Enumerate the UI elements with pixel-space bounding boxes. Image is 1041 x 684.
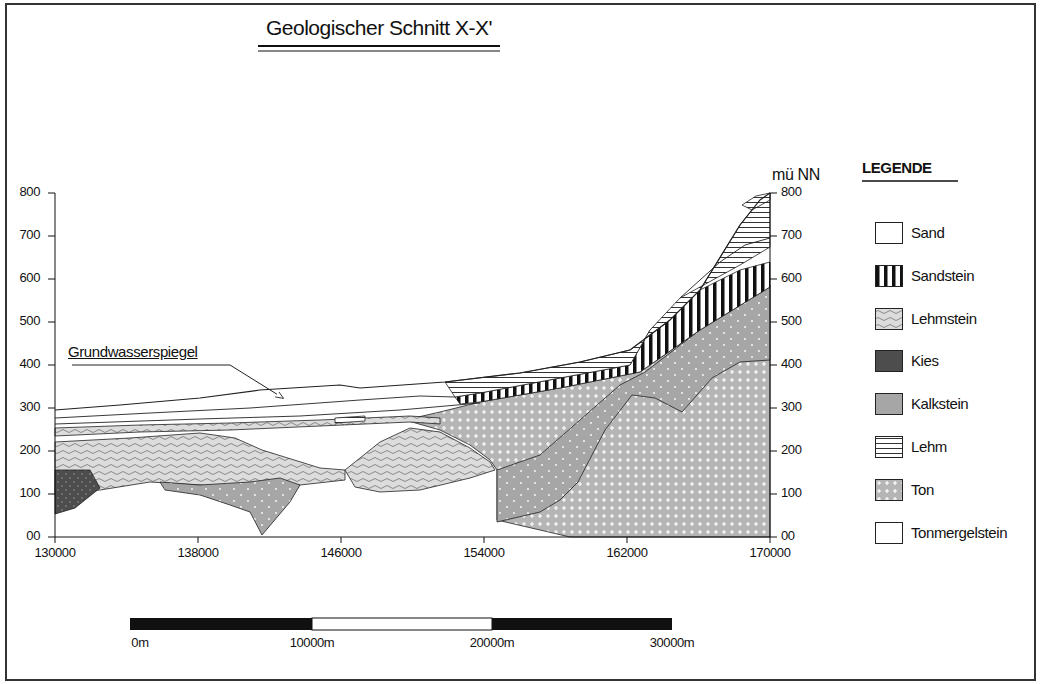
legend-swatch (875, 479, 903, 501)
tick-label: 500 (781, 314, 802, 328)
page-frame (6, 4, 1035, 680)
tick-label: 138000 (178, 546, 219, 560)
legend-swatch (875, 350, 903, 372)
legend-label: Sandstein (911, 267, 974, 284)
tick-label: 00 (26, 529, 40, 543)
legend-heading: LEGENDE (862, 160, 932, 177)
tick-label: 170000 (750, 546, 791, 560)
legend-label: Ton (911, 481, 934, 498)
scale-label: 0m (131, 636, 148, 650)
scale-label: 10000m (290, 636, 335, 650)
tick-label: 800 (781, 185, 802, 199)
geology (55, 193, 770, 537)
legend-swatch (875, 308, 903, 330)
axis-unit: mü NN (772, 166, 820, 184)
tick-label: 700 (20, 228, 41, 242)
layer-boundary (55, 396, 455, 418)
tick-label: 400 (20, 357, 41, 371)
callout-label: Grundwasserspiegel (68, 344, 198, 361)
tick-label: 400 (781, 357, 802, 371)
tick-label: 00 (781, 529, 795, 543)
tick-label: 146000 (321, 546, 362, 560)
lehmstein-band (55, 416, 440, 436)
lehmstein-layer (345, 428, 495, 492)
legend-label: Kalkstein (911, 395, 968, 412)
legend-label: Kies (911, 352, 939, 369)
tick-label: 100 (781, 486, 802, 500)
legend-swatch (875, 222, 903, 244)
legend-label: Sand (911, 224, 944, 241)
tick-label: 500 (20, 314, 41, 328)
kalkstein-layer (497, 287, 770, 522)
legend-swatch (875, 265, 903, 287)
tick-label: 300 (20, 400, 41, 414)
terrain-surface (55, 193, 770, 410)
tick-label: 100 (20, 486, 41, 500)
legend-swatch (875, 393, 903, 415)
tick-label: 154000 (464, 546, 505, 560)
legend-underline (862, 180, 958, 182)
groundwater-line (55, 403, 480, 424)
tick-label: 600 (781, 271, 802, 285)
tick-label: 800 (20, 185, 41, 199)
ton-layer (405, 285, 770, 537)
lehm-lens (335, 416, 365, 423)
scale-bar (130, 618, 672, 630)
scale-label: 20000m (470, 636, 515, 650)
kies-layer (55, 470, 100, 514)
tick-label: 300 (781, 400, 802, 414)
legend-swatch (875, 436, 903, 458)
diagram-title: Geologischer Schnitt X-X' (266, 16, 492, 39)
kalkstein-pocket (160, 478, 300, 535)
lehm-layer (445, 193, 770, 397)
tick-label: 700 (781, 228, 802, 242)
tick-label: 130000 (35, 546, 76, 560)
legend-label: Tonmergelstein (911, 524, 1007, 541)
tick-label: 162000 (607, 546, 648, 560)
scale-label: 30000m (650, 636, 695, 650)
leader-line (72, 365, 283, 398)
title-underline (258, 51, 500, 52)
legend-label: Lehm (911, 438, 947, 455)
legend-label: Lehmstein (911, 310, 977, 327)
tick-label: 200 (20, 443, 41, 457)
tick-label: 200 (781, 443, 802, 457)
axes (48, 193, 777, 543)
tick-label: 600 (20, 271, 41, 285)
title-underline (258, 45, 500, 47)
tonmergelstein-area (55, 193, 770, 537)
legend-swatch (875, 522, 903, 544)
layer-boundary (680, 238, 770, 298)
